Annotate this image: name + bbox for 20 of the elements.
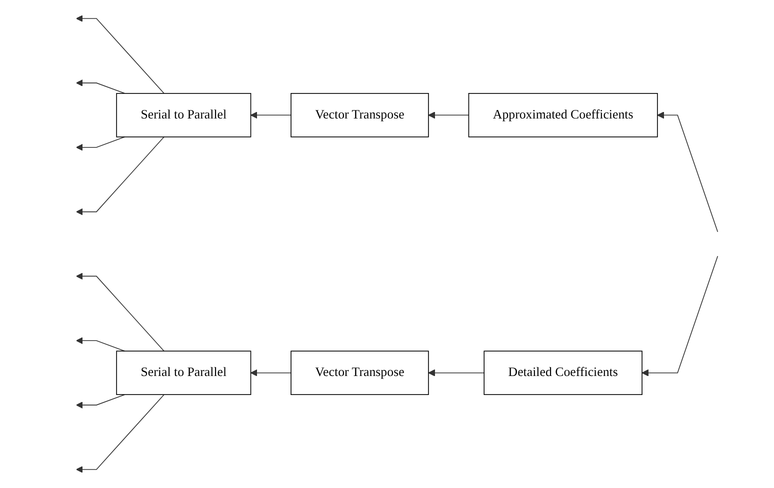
arrow <box>76 136 164 216</box>
arrow <box>76 394 164 474</box>
arrow <box>76 394 126 409</box>
arrow <box>76 136 126 151</box>
arrow <box>642 256 718 376</box>
arrow <box>428 112 470 119</box>
arrow <box>428 369 485 376</box>
arrow <box>76 272 164 352</box>
arrow <box>76 337 126 352</box>
arrow <box>250 112 292 119</box>
node-box: Approximated Coefficients <box>468 93 658 138</box>
arrow <box>76 79 126 94</box>
node-box: Detailed Coefficients <box>484 350 642 395</box>
arrow <box>76 14 164 94</box>
arrow <box>250 369 292 376</box>
node-box: Serial to Parallel <box>116 350 252 395</box>
node-box: Vector Transpose <box>290 93 429 138</box>
node-box: Vector Transpose <box>290 350 429 395</box>
arrow <box>657 112 718 232</box>
node-box: Serial to Parallel <box>116 93 252 138</box>
